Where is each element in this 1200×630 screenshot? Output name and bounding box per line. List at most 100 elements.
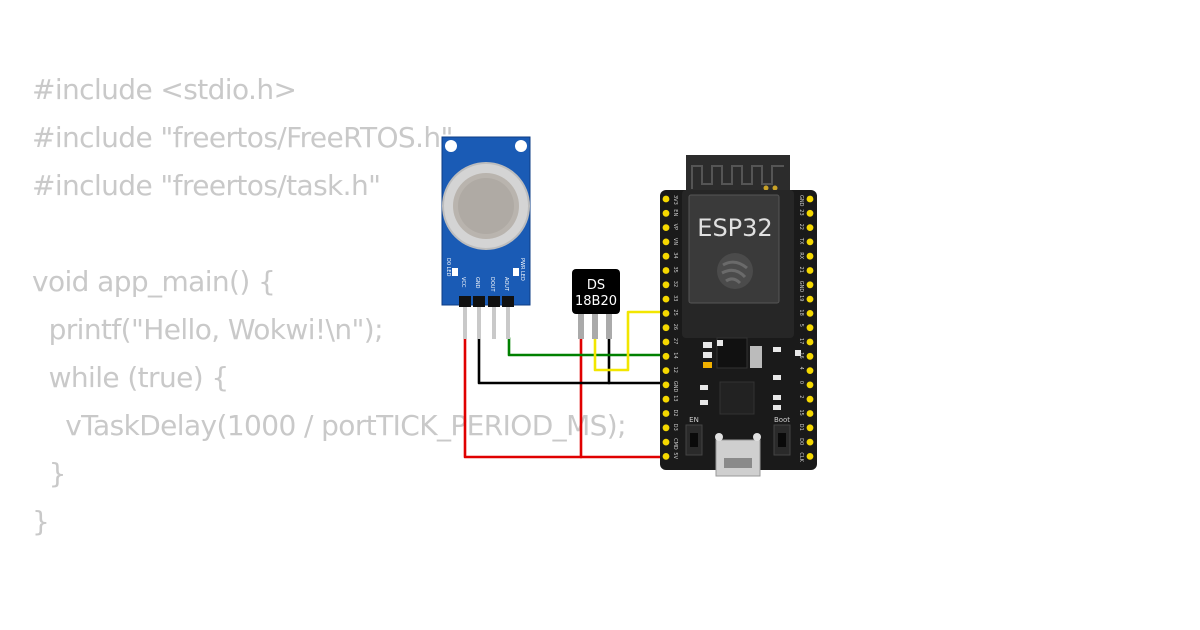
wire-vcc-sensor[interactable] [463, 336, 667, 459]
component [773, 375, 781, 380]
ds18b20-body [572, 269, 620, 314]
gas-sensor-mesh-inner [458, 178, 514, 234]
esp32-pin-right-gnd[interactable] [806, 195, 814, 203]
ds18b20-label-line1: DS [587, 278, 605, 293]
esp32-pin-left-vp[interactable] [662, 224, 670, 232]
esp32-pin-label: GND [798, 195, 804, 207]
esp32-pin-left-33[interactable] [662, 295, 670, 303]
en-button[interactable] [685, 424, 703, 456]
ds18b20-label-line2: 18B20 [575, 294, 617, 309]
esp32-pin-label: GND [798, 281, 804, 293]
esp32-pin-label: 34 [672, 252, 678, 258]
esp32-pin-left-27[interactable] [662, 338, 670, 346]
esp32-pin-left-34[interactable] [662, 252, 670, 260]
wire-dout-sensor[interactable] [507, 336, 667, 357]
esp32-pin-label: 13 [672, 395, 678, 401]
esp32-pin-left-14[interactable] [662, 352, 670, 360]
esp32-pin-label: 4 [798, 367, 804, 370]
component [795, 350, 801, 356]
esp32-pin-right-16[interactable] [806, 352, 814, 360]
esp32-pin-label: RX [798, 252, 804, 259]
gas-sensor-module[interactable]: D0 LED PWR LED VCC GND DOUT AOUT [441, 136, 531, 339]
ds18b20-leg-gnd [578, 314, 584, 339]
esp32-pin-label: 26 [672, 324, 678, 330]
esp32-pin-label: GND [672, 381, 678, 393]
esp32-pin-right-19[interactable] [806, 295, 814, 303]
component [703, 362, 712, 368]
esp32-pin-right-rx[interactable] [806, 252, 814, 260]
esp32-pin-left-5v[interactable] [662, 453, 670, 460]
esp32-pin-left-en[interactable] [662, 209, 670, 217]
esp32-pin-label: 14 [672, 352, 678, 358]
esp32-pin-label: 18 [798, 309, 804, 315]
esp32-pin-left-13[interactable] [662, 395, 670, 403]
boot-button[interactable] [773, 424, 791, 456]
esp32-pin-right-4[interactable] [806, 367, 814, 374]
esp32-pin-left-25[interactable] [662, 310, 670, 317]
esp32-pin-left-3v3[interactable] [662, 195, 670, 203]
esp32-pin-label: 19 [798, 295, 804, 301]
esp32-pin-right-0[interactable] [806, 381, 814, 389]
esp32-pin-label: 0 [798, 381, 804, 384]
esp32-pin-label: VN [672, 238, 678, 245]
header-pins [459, 296, 514, 339]
esp32-pin-label: TX [798, 237, 804, 245]
esp32-pin-left-gnd[interactable] [662, 381, 670, 389]
esp32-pin-right-22[interactable] [806, 224, 814, 232]
esp32-pin-right-17[interactable] [806, 338, 814, 346]
esp32-pin-left-cmd[interactable] [662, 438, 670, 446]
esp32-pin-left-12[interactable] [662, 367, 670, 374]
esp32-pin-label: 17 [798, 338, 804, 344]
wires [463, 310, 667, 459]
esp32-pin-right-d0[interactable] [806, 438, 814, 446]
antenna-trace [691, 165, 784, 189]
mount-hole [445, 140, 457, 152]
esp32-pin-right-gnd[interactable] [806, 281, 814, 289]
esp32-pin-label: 15 [798, 410, 804, 416]
esp32-pin-label: 12 [672, 367, 678, 373]
esp32-pin-left-32[interactable] [662, 281, 670, 289]
esp32-pin-label: VP [672, 224, 678, 230]
esp32-pin-left-d3[interactable] [662, 424, 670, 432]
component [717, 340, 723, 346]
espressif-logo-icon [717, 253, 753, 289]
component [703, 342, 712, 348]
code-line: } [32, 505, 50, 538]
en-button-label: EN [689, 416, 699, 424]
esp32-pin-left-vn[interactable] [662, 238, 670, 246]
pin-label-aout: AOUT [503, 277, 509, 292]
esp32-pin-right-23[interactable] [806, 209, 814, 217]
led-d0-label: D0 LED [445, 258, 451, 277]
esp32-pin-left-35[interactable] [662, 267, 670, 274]
usb-port[interactable] [715, 433, 761, 477]
esp32-pin-right-21[interactable] [806, 267, 814, 274]
esp32-pin-right-18[interactable] [806, 310, 814, 317]
esp32-pin-label: D0 [798, 438, 804, 445]
esp32-pin-right-5[interactable] [806, 324, 814, 332]
esp32-pin-right-clk[interactable] [806, 453, 814, 460]
led-pwr-label: PWR LED [519, 258, 525, 281]
esp32-devkit[interactable]: ESP32 EN Boot [660, 155, 817, 477]
component [773, 395, 781, 400]
wire-gnd-sensor[interactable] [477, 336, 667, 385]
code-line: printf("Hello, Wokwi!\n"); [32, 313, 384, 346]
esp32-pin-label: CMD [672, 438, 678, 450]
esp32-pin-label: 27 [672, 338, 678, 344]
antenna-pad [772, 185, 778, 191]
esp32-pin-label: D2 [672, 410, 678, 417]
code-line: #include "freertos/task.h" [32, 169, 381, 202]
esp32-pin-right-tx[interactable] [806, 238, 814, 246]
component [750, 346, 762, 368]
esp32-pin-right-15[interactable] [806, 410, 814, 417]
component [700, 400, 708, 405]
esp32-pin-left-26[interactable] [662, 324, 670, 332]
esp32-metal-can [688, 194, 780, 304]
esp32-pin-right-2[interactable] [806, 395, 814, 403]
ds18b20-sensor[interactable]: DS 18B20 [572, 269, 620, 339]
component [773, 347, 781, 352]
esp32-pin-right-d1[interactable] [806, 424, 814, 432]
wire-data-ds18b20[interactable] [593, 310, 667, 372]
esp32-pin-label: CLK [798, 452, 804, 462]
esp32-pin-left-d2[interactable] [662, 410, 670, 417]
